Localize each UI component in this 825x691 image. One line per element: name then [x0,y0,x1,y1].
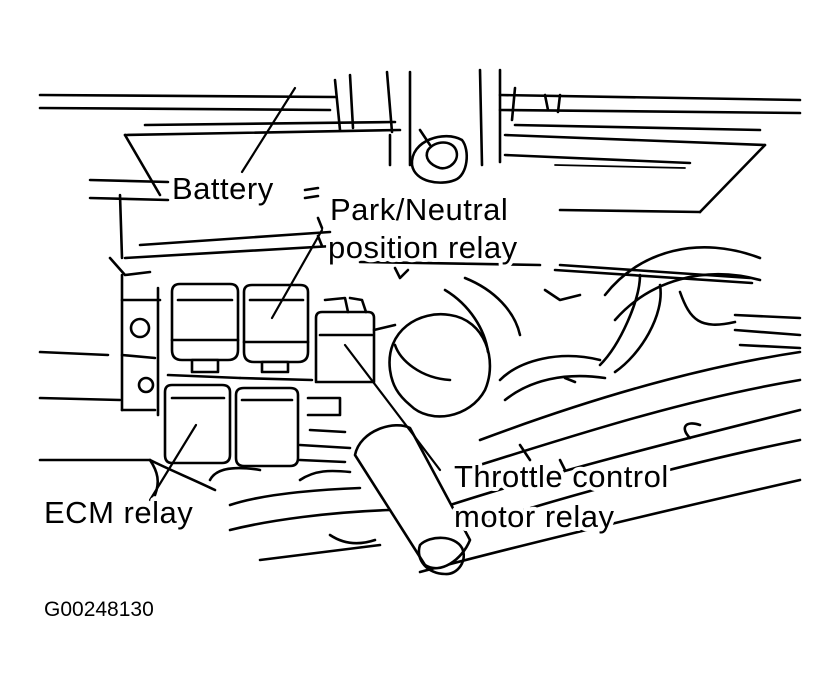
relay-connector [298,396,352,464]
lower-body [38,458,392,562]
label-ecm-relay: ECM relay [44,495,193,530]
leader-lines [148,86,442,502]
label-park-neutral-line2: position relay [328,230,518,265]
figure-id: G00248130 [44,598,154,621]
relay-park-neutral [238,283,314,382]
labels: Battery Park/Neutral position relay Thro… [40,167,672,621]
relay-ecm [163,383,232,465]
upper-frame [38,68,802,167]
front-strap [353,424,472,576]
relay-lower-right [234,386,300,468]
leader-ecm [148,423,198,502]
reservoir-cap [388,312,492,418]
label-battery: Battery [172,171,274,206]
leader-battery [240,86,297,174]
relay-bracket [38,273,162,417]
label-throttle-line1: Throttle control [454,459,669,494]
leader-throttle [343,343,442,472]
label-throttle-line2: motor relay [454,499,615,534]
battery-cover [108,120,767,285]
intake-rails [418,313,802,574]
label-park-neutral-line1: Park/Neutral [330,192,508,227]
left-bars [88,178,324,248]
hoses [443,246,762,402]
relay-throttle-control [314,296,397,384]
leader-park-neutral [270,228,324,320]
relay-upper-left [166,282,242,380]
hold-down-clamp [410,128,469,184]
